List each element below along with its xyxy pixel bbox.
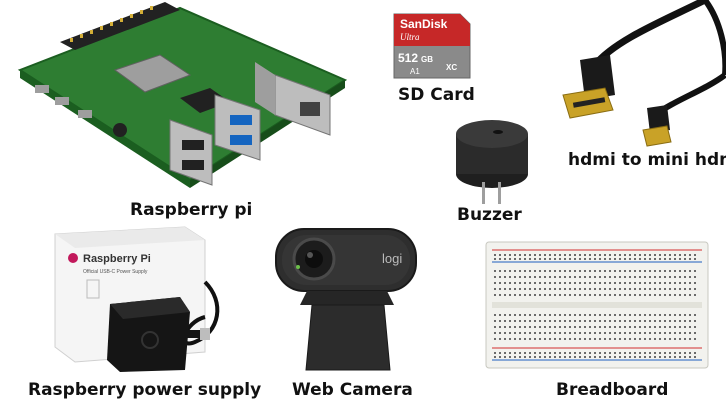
sd-card-capacity: 512 bbox=[398, 51, 418, 65]
breadboard-caption: Breadboard bbox=[556, 380, 669, 400]
hdmi-cable-caption: hdmi to mini hdmi bbox=[568, 150, 726, 170]
sd-card-image: SanDisk Ultra 512 GB A1 XC bbox=[390, 12, 472, 80]
sd-card-unit: GB bbox=[421, 55, 433, 64]
buzzer-image bbox=[452, 112, 532, 207]
raspberry-pi-image bbox=[0, 0, 360, 200]
web-camera-image: logi bbox=[272, 225, 422, 373]
breadboard-image bbox=[484, 240, 710, 370]
raspberry-pi-caption: Raspberry pi bbox=[130, 200, 253, 220]
sd-card-bus: XC bbox=[446, 63, 457, 72]
power-supply-caption: Raspberry power supply bbox=[28, 380, 262, 400]
buzzer-caption: Buzzer bbox=[457, 205, 522, 225]
sd-card-brand: SanDisk bbox=[400, 17, 448, 31]
power-supply-box-title: Raspberry Pi bbox=[83, 253, 151, 265]
power-supply-image: Raspberry Pi Official USB-C Power Supply bbox=[45, 222, 225, 372]
web-camera-brand: logi bbox=[382, 251, 402, 266]
sd-card-caption: SD Card bbox=[398, 85, 475, 105]
web-camera-caption: Web Camera bbox=[292, 380, 413, 400]
power-supply-box-subtitle: Official USB-C Power Supply bbox=[83, 269, 148, 275]
sd-card-speed: A1 bbox=[410, 67, 420, 76]
hdmi-cable-image bbox=[555, 0, 726, 148]
sd-card-line: Ultra bbox=[400, 32, 420, 42]
